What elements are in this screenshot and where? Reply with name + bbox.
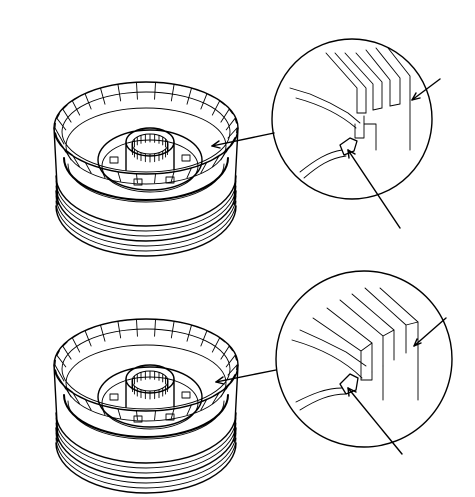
spline-teeth-2 [312,287,419,381]
pointer-2a [413,317,447,347]
magnified-callout-1 [271,38,441,229]
pointer-2b [347,387,403,455]
spline-teeth-1 [325,47,411,114]
view-1 [53,38,441,257]
leader-line-1 [211,132,275,149]
pointer-1b [347,149,401,229]
view-2 [53,270,453,494]
magnified-callout-2 [275,270,453,455]
clutch-drum-1 [53,81,239,257]
clutch-drum-2 [53,318,239,494]
leader-line-2 [215,369,277,385]
pointer-1a [411,78,441,101]
